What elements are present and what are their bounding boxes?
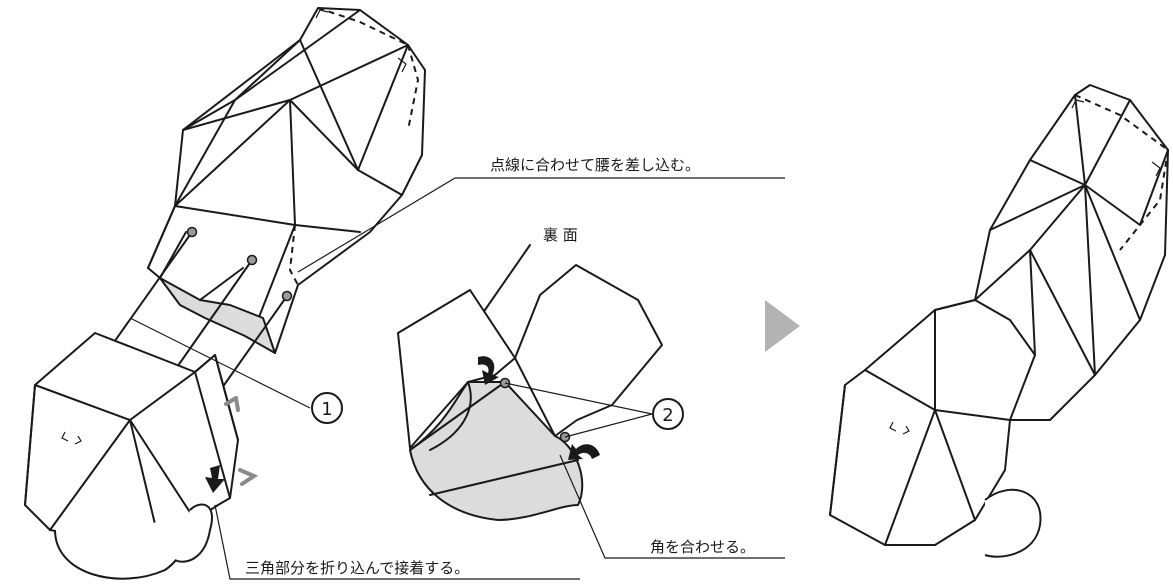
insert-waist-leader [297, 177, 785, 273]
fold-arrow-icon [568, 444, 600, 460]
left-assembly-figure: 1 点線に合わせて腰を差し込む。 三角部分を折り込んで接着する。 [24, 7, 785, 580]
rotate-arrow-icon [224, 396, 240, 412]
callout-1-circle [311, 392, 343, 424]
callout-2-circle [652, 398, 684, 430]
callout-2-leader [504, 382, 653, 415]
fold-triangle-leader [214, 504, 580, 580]
fold-triangle-label: 三角部分を折り込んで接着する。 [245, 559, 469, 577]
insert-waist-label: 点線に合わせて腰を差し込む。 [490, 156, 700, 174]
callout-2-label: 2 [662, 405, 673, 426]
align-corners-label: 角を合わせる。 [650, 538, 755, 556]
right-assembled-figure [829, 84, 1169, 558]
align-corners-leader [559, 454, 785, 559]
rotate-arrow-icon [238, 468, 259, 486]
fold-arrow-icon [205, 465, 225, 493]
lower-hips-part [24, 332, 239, 580]
center-back-figure: 裏 面 2 角を合わせる。 [397, 226, 785, 559]
callout-1-label: 1 [321, 399, 332, 420]
callout-1-leader [129, 317, 311, 409]
step-arrow-icon [765, 300, 800, 352]
upper-torso-part [147, 7, 426, 354]
callout-2-leader [564, 413, 653, 438]
back-side-label: 裏 面 [543, 226, 578, 244]
fold-arrow-icon [478, 356, 499, 385]
